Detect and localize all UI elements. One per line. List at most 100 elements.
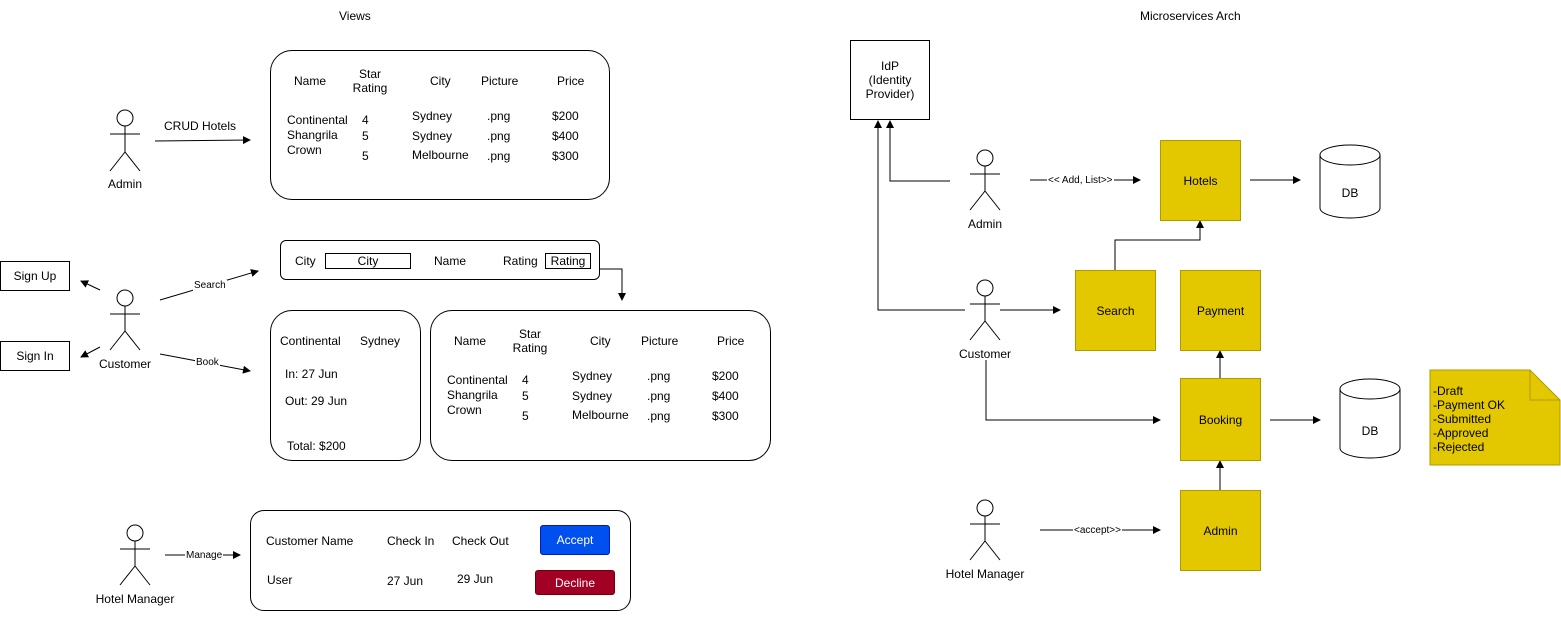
crud-hotels-label: CRUD Hotels (164, 119, 237, 133)
customer-actor-figure-arch (969, 279, 1001, 341)
db-hotels-cylinder (1319, 144, 1381, 219)
table-row-price: $300 (552, 149, 579, 163)
table-row-price: $200 (552, 109, 579, 123)
customer-actor-label: Customer (98, 357, 151, 371)
hotels-service: Hotels (1160, 140, 1241, 221)
sign-up-button[interactable]: Sign Up (0, 261, 70, 291)
table-row-picture: .png (647, 369, 671, 383)
table-row-name: Shangrila (447, 388, 498, 402)
admin-service-label: Admin (1203, 523, 1238, 538)
admin-actor-figure-arch (969, 149, 1001, 211)
note-line: -Approved (1433, 426, 1489, 440)
sign-in-button[interactable]: Sign In (0, 341, 70, 371)
booking-check-out: Out: 29 Jun (285, 394, 348, 408)
table-row-rating: 5 (522, 409, 529, 423)
hotels-col-picture: Picture (481, 74, 519, 88)
results-col-city: City (590, 334, 611, 348)
hotels-service-label: Hotels (1183, 173, 1218, 188)
manager-col-check-out: Check Out (452, 534, 509, 548)
payment-service-label: Payment (1196, 303, 1245, 318)
note-line: -Draft (1433, 384, 1463, 398)
table-row-picture: .png (647, 409, 671, 423)
search-edge-label: Search (193, 280, 227, 292)
table-row-rating: 4 (362, 113, 369, 127)
table-row-city: Sydney (572, 389, 613, 403)
hotel-manager-actor-label: Hotel Manager (95, 592, 175, 606)
manager-row-customer: User (267, 573, 293, 587)
db-booking-label: DB (1361, 424, 1379, 438)
arch-hotel-manager-actor-label: Hotel Manager (945, 567, 1025, 581)
manager-col-customer-name: Customer Name (266, 534, 354, 548)
table-row-city: Melbourne (572, 408, 629, 422)
hotels-col-price: Price (557, 74, 585, 88)
manage-edge-label: Manage (185, 550, 224, 562)
arch-title: Microservices Arch (1140, 9, 1241, 23)
table-row-name: Continental (447, 373, 508, 387)
search-rating-label: Rating (503, 254, 538, 268)
hotels-col-city: City (430, 74, 451, 88)
admin-actor-figure-views (109, 109, 141, 172)
results-col-name: Name (454, 334, 487, 348)
booking-hotel-name: Continental (280, 334, 341, 348)
note-line: -Payment OK (1433, 398, 1506, 412)
booking-service-label: Booking (1198, 412, 1243, 427)
sign-in-label: Sign In (16, 349, 54, 363)
status-note-shape (1429, 369, 1561, 466)
accept-button[interactable]: Accept (540, 525, 610, 555)
arch-admin-actor-label: Admin (967, 217, 1002, 231)
note-line: -Submitted (1433, 412, 1492, 426)
search-results-table (430, 310, 771, 461)
views-title: Views (339, 9, 371, 23)
table-row-city: Sydney (412, 129, 453, 143)
hotels-col-name: Name (294, 74, 327, 88)
hotels-col-star-rating: Star Rating (352, 67, 388, 95)
table-row-name: Continental (287, 113, 348, 127)
table-row-city: Sydney (572, 369, 613, 383)
table-row-picture: .png (487, 109, 511, 123)
manager-row-check-out: 29 Jun (457, 572, 494, 586)
manager-row-check-in: 27 Jun (387, 574, 424, 588)
table-row-name: Crown (287, 143, 322, 157)
rating-input[interactable]: Rating (545, 253, 591, 269)
results-col-picture: Picture (641, 334, 679, 348)
table-row-rating: 5 (522, 389, 529, 403)
table-row-rating: 4 (522, 373, 529, 387)
customer-actor-figure-views (109, 289, 141, 351)
table-row-picture: .png (647, 389, 671, 403)
booking-summary-card (270, 310, 421, 461)
city-input-text: City (357, 254, 379, 268)
arch-customer-actor-label: Customer (958, 347, 1011, 361)
booking-service: Booking (1180, 378, 1261, 461)
decline-button[interactable]: Decline (535, 570, 615, 595)
hotels-table-view (270, 50, 610, 200)
booking-check-in: In: 27 Jun (285, 367, 338, 381)
search-name-label: Name (434, 254, 467, 268)
booking-city: Sydney (360, 334, 401, 348)
search-service-label: Search (1096, 303, 1135, 318)
city-input[interactable]: City (325, 253, 411, 269)
idp-box: IdP (Identity Provider) (850, 40, 930, 120)
status-note: -Draft -Payment OK -Submitted -Approved … (1433, 384, 1505, 454)
table-row-rating: 5 (362, 129, 369, 143)
table-row-name: Shangrila (287, 128, 338, 142)
db-booking-cylinder (1339, 378, 1401, 459)
table-row-city: Sydney (412, 109, 453, 123)
manager-col-check-in: Check In (387, 534, 435, 548)
note-line: -Rejected (1433, 440, 1485, 454)
table-row-rating: 5 (362, 149, 369, 163)
idp-label: IdP (Identity Provider) (865, 59, 915, 101)
table-row-price: $200 (712, 369, 739, 383)
admin-actor-label: Admin (107, 177, 142, 191)
search-service: Search (1075, 270, 1156, 351)
results-col-price: Price (717, 334, 745, 348)
hotel-manager-actor-figure-arch (969, 499, 1001, 561)
table-row-name: Crown (447, 403, 482, 417)
book-edge-label: Book (195, 357, 220, 369)
sign-up-label: Sign Up (13, 269, 57, 283)
table-row-price: $400 (552, 129, 579, 143)
table-row-picture: .png (487, 149, 511, 163)
add-list-edge-label: << Add, List>> (1047, 175, 1114, 187)
rating-input-text: Rating (550, 254, 586, 268)
table-row-price: $300 (712, 409, 739, 423)
